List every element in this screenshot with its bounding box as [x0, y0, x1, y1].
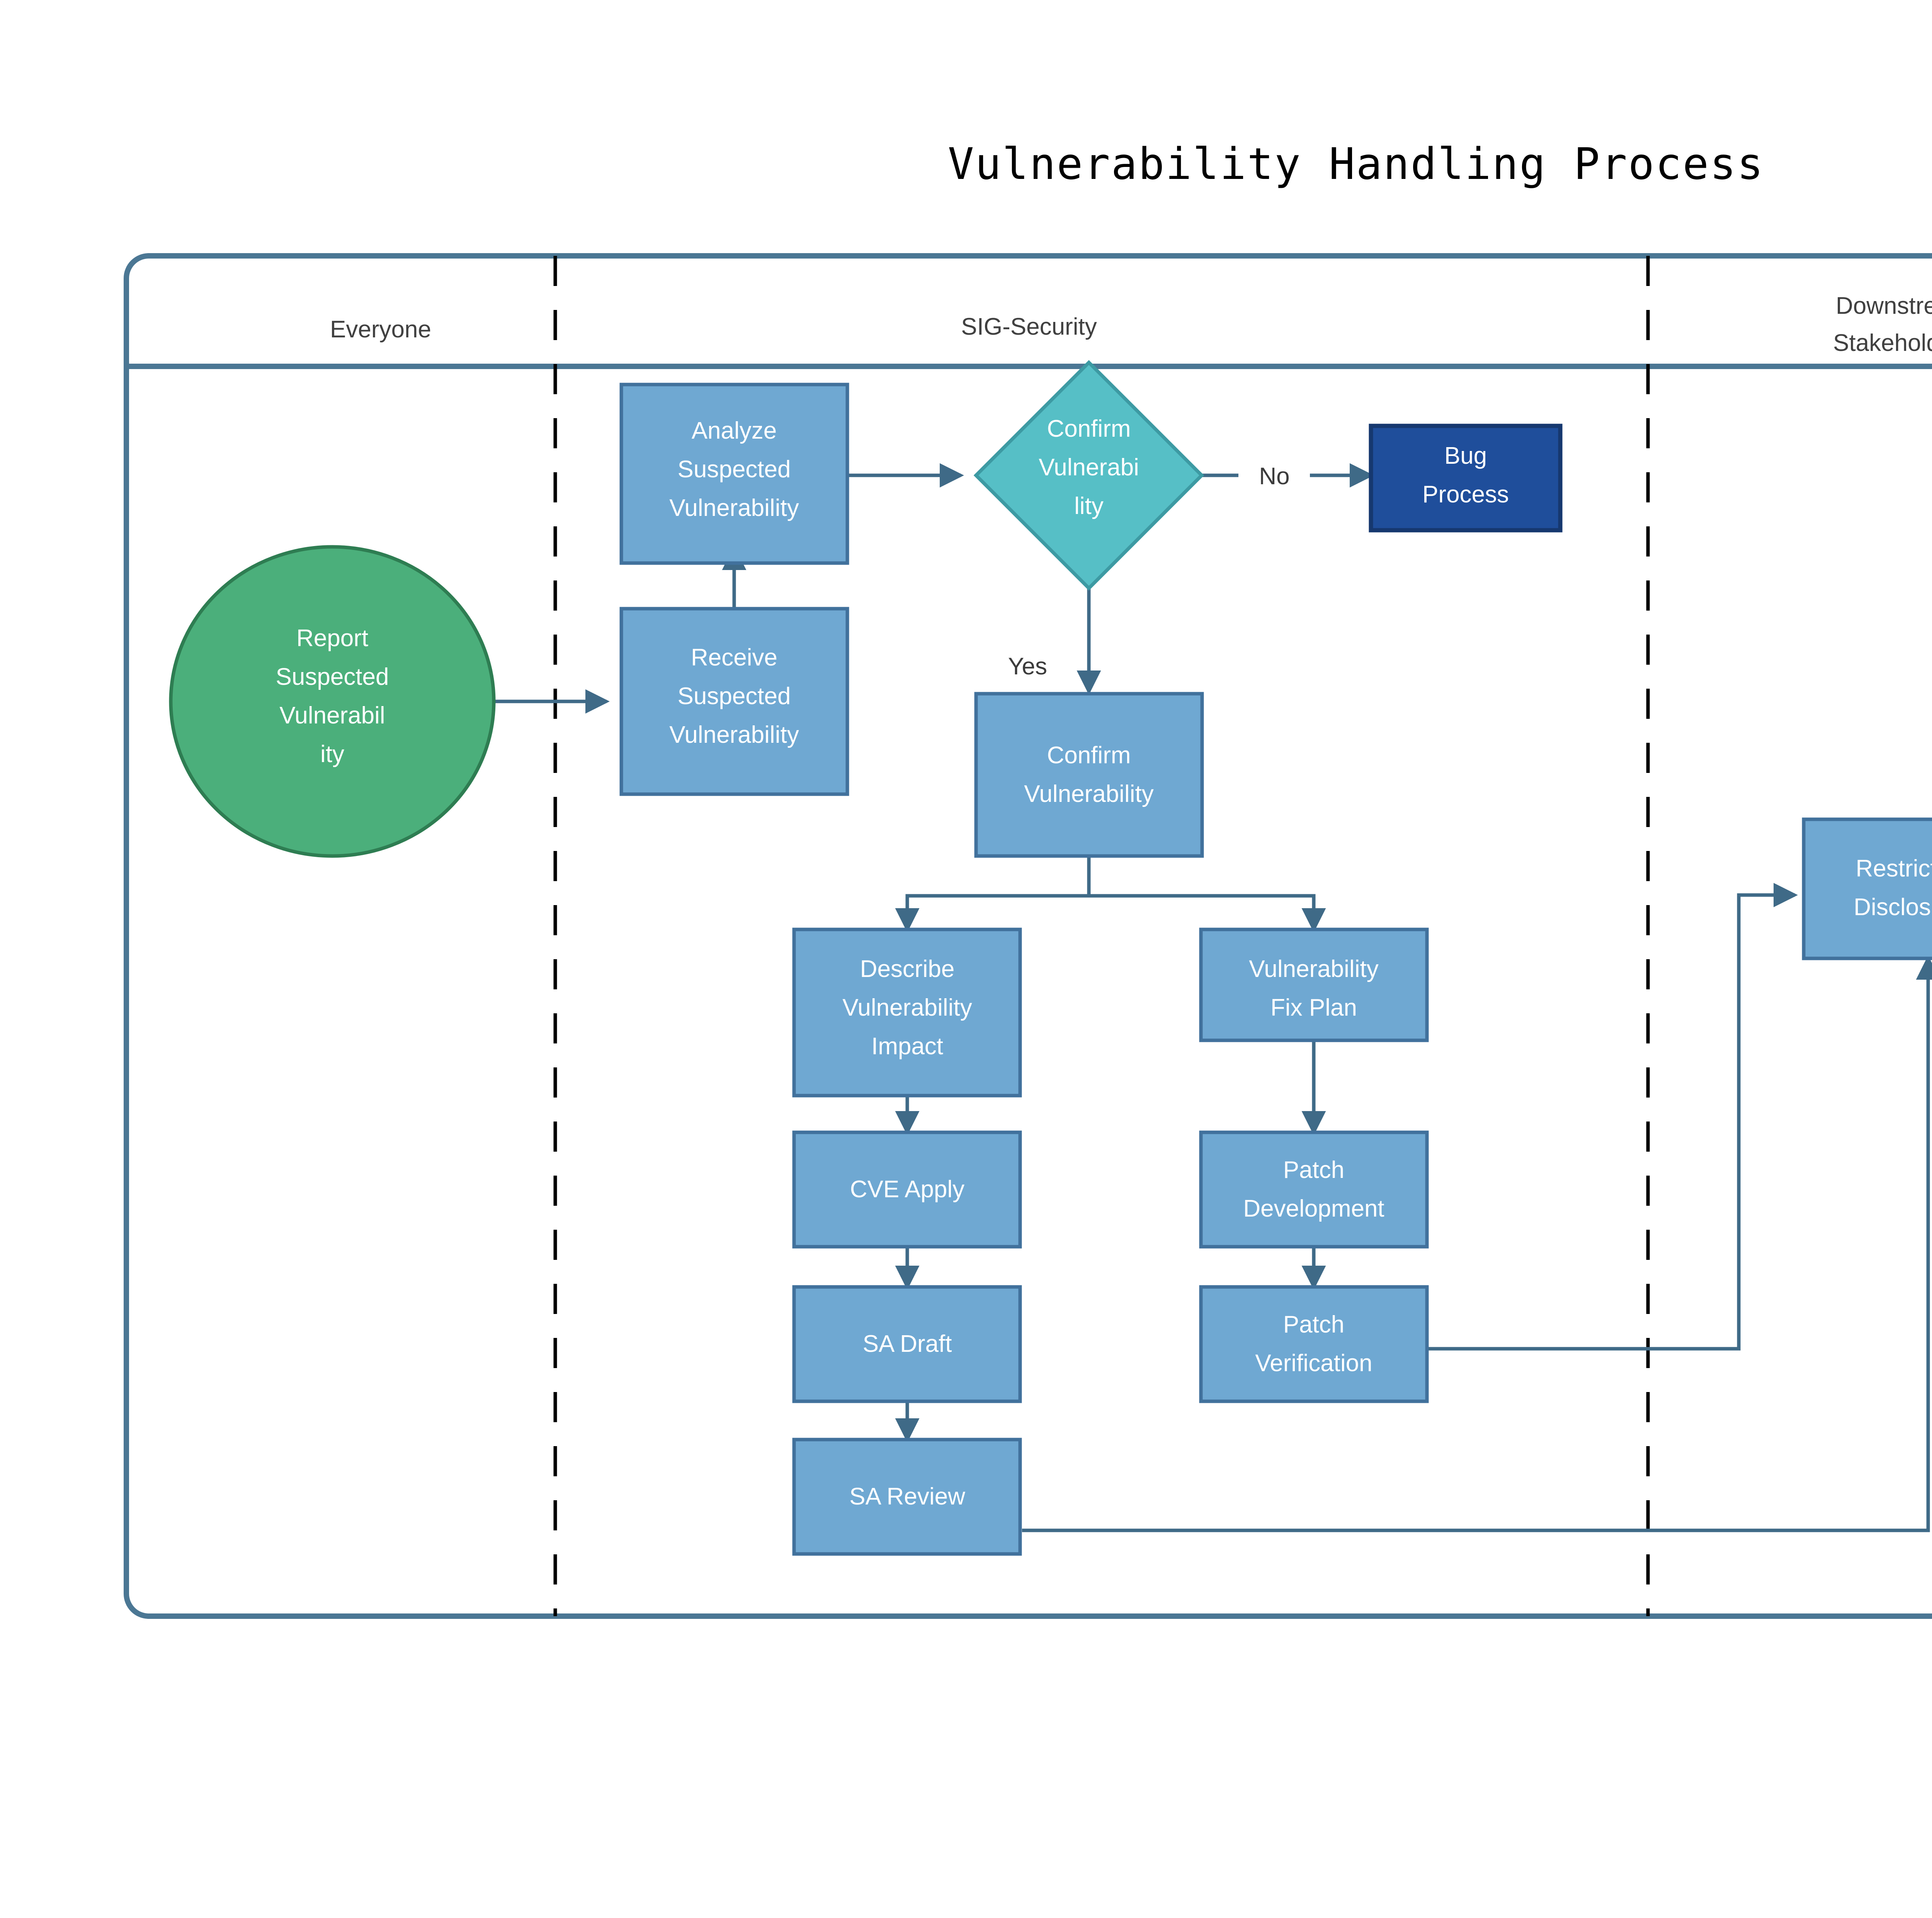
decision-label-line3: lity — [1074, 493, 1104, 519]
confirm-vulnerability-label-line2: Vulnerability — [1024, 781, 1153, 807]
describe-label-line3: Impact — [871, 1033, 943, 1060]
node-bug-process[interactable]: Bug Process — [1369, 424, 1563, 533]
edge-sa-review-to-restricted-disclosure — [1022, 955, 1932, 1532]
restricted-disclosure-label-line1: Restricted — [1855, 855, 1932, 882]
fix-plan-label-line2: Fix Plan — [1270, 994, 1357, 1021]
page-title: Vulnerability Handling Process — [948, 139, 1764, 189]
node-cve-apply[interactable]: CVE Apply — [792, 1130, 1022, 1249]
patch-development-label-line1: Patch — [1283, 1157, 1345, 1183]
node-patch-verification[interactable]: Patch Verification — [1199, 1285, 1429, 1403]
fix-plan-label-line1: Vulnerability — [1249, 956, 1378, 982]
receive-label-line3: Vulnerability — [669, 722, 799, 748]
patch-verification-label-line1: Patch — [1283, 1311, 1345, 1338]
node-receive-suspected-vulnerability[interactable]: Receive Suspected Vulnerability — [619, 607, 849, 796]
patch-verification-label-line2: Verification — [1255, 1350, 1372, 1377]
bug-process-label-line2: Process — [1422, 481, 1509, 508]
analyze-label-line3: Vulnerability — [669, 495, 799, 521]
cve-apply-label: CVE Apply — [850, 1176, 964, 1203]
confirm-vulnerability-decision-shape[interactable] — [973, 360, 1204, 591]
edge-patch-verification-to-restricted-disclosure — [1426, 883, 1798, 1351]
restricted-disclosure-shape[interactable] — [1802, 817, 1932, 960]
bug-process-shape[interactable] — [1369, 424, 1563, 533]
patch-verification-shape[interactable] — [1199, 1285, 1429, 1403]
node-report-suspected-vulnerability[interactable]: Report Suspected Vulnerabil ity — [169, 545, 496, 858]
receive-label-line2: Suspected — [678, 683, 791, 710]
edge-labels: No Yes — [1008, 463, 1290, 680]
analyze-label-line1: Analyze — [692, 417, 777, 444]
node-patch-development[interactable]: Patch Development — [1199, 1130, 1429, 1249]
sa-review-label: SA Review — [849, 1483, 965, 1510]
patch-development-shape[interactable] — [1199, 1130, 1429, 1249]
report-label-line4: ity — [320, 741, 344, 768]
vulnerability-fix-plan-shape[interactable] — [1199, 928, 1429, 1042]
receive-suspected-vulnerability-shape[interactable] — [619, 607, 849, 796]
receive-label-line1: Receive — [691, 644, 777, 671]
node-confirm-vulnerability-decision[interactable]: Confirm Vulnerabi lity — [973, 360, 1204, 591]
node-analyze-suspected-vulnerability[interactable]: Analyze Suspected Vulnerability — [619, 383, 849, 565]
patch-development-label-line2: Development — [1243, 1195, 1384, 1222]
report-label-line3: Vulnerabil — [279, 702, 385, 729]
confirm-vulnerability-label-line1: Confirm — [1047, 742, 1131, 769]
confirm-vulnerability-shape[interactable] — [974, 692, 1204, 858]
lane-headers: Everyone SIG-Security Downstream Stakeho… — [330, 293, 1932, 356]
sa-review-shape[interactable] — [792, 1438, 1022, 1556]
describe-vulnerability-impact-shape[interactable] — [792, 928, 1022, 1098]
swimlane-frame — [124, 253, 1932, 1619]
swimlane-outer-border — [124, 253, 1932, 1619]
lane-label-downstream-line2: Stakeholders — [1833, 330, 1932, 356]
edge-confirm-to-describe-impact — [895, 855, 1091, 933]
edge-label-no: No — [1259, 463, 1289, 490]
report-suspected-vulnerability-shape[interactable] — [169, 545, 496, 858]
node-describe-vulnerability-impact[interactable]: Describe Vulnerability Impact — [792, 928, 1022, 1098]
node-vulnerability-fix-plan[interactable]: Vulnerability Fix Plan — [1199, 928, 1429, 1042]
describe-label-line1: Describe — [860, 956, 955, 982]
bug-process-label-line1: Bug — [1444, 442, 1487, 469]
sa-draft-label: SA Draft — [863, 1331, 952, 1357]
analyze-suspected-vulnerability-shape[interactable] — [619, 383, 849, 565]
sa-draft-shape[interactable] — [792, 1285, 1022, 1403]
connectors — [483, 463, 1932, 1532]
lane-label-sig-security: SIG-Security — [961, 313, 1097, 340]
node-sa-review[interactable]: SA Review — [792, 1438, 1022, 1556]
node-sa-draft[interactable]: SA Draft — [792, 1285, 1022, 1403]
edge-label-yes: Yes — [1008, 653, 1047, 680]
lane-label-downstream-line1: Downstream — [1836, 293, 1932, 319]
node-restricted-disclosure[interactable]: Restricted Disclosure — [1802, 817, 1932, 960]
report-label-line1: Report — [296, 625, 368, 652]
edge-confirm-to-fix-plan — [1089, 894, 1326, 933]
decision-label-line2: Vulnerabi — [1039, 454, 1139, 481]
cve-apply-shape[interactable] — [792, 1130, 1022, 1249]
analyze-label-line2: Suspected — [678, 456, 791, 483]
lane-label-everyone-left: Everyone — [330, 316, 431, 343]
node-confirm-vulnerability[interactable]: Confirm Vulnerability — [974, 692, 1204, 858]
describe-label-line2: Vulnerability — [842, 994, 972, 1021]
report-label-line2: Suspected — [276, 664, 389, 690]
decision-label-line1: Confirm — [1047, 415, 1131, 442]
restricted-disclosure-label-line2: Disclosure — [1854, 894, 1932, 921]
